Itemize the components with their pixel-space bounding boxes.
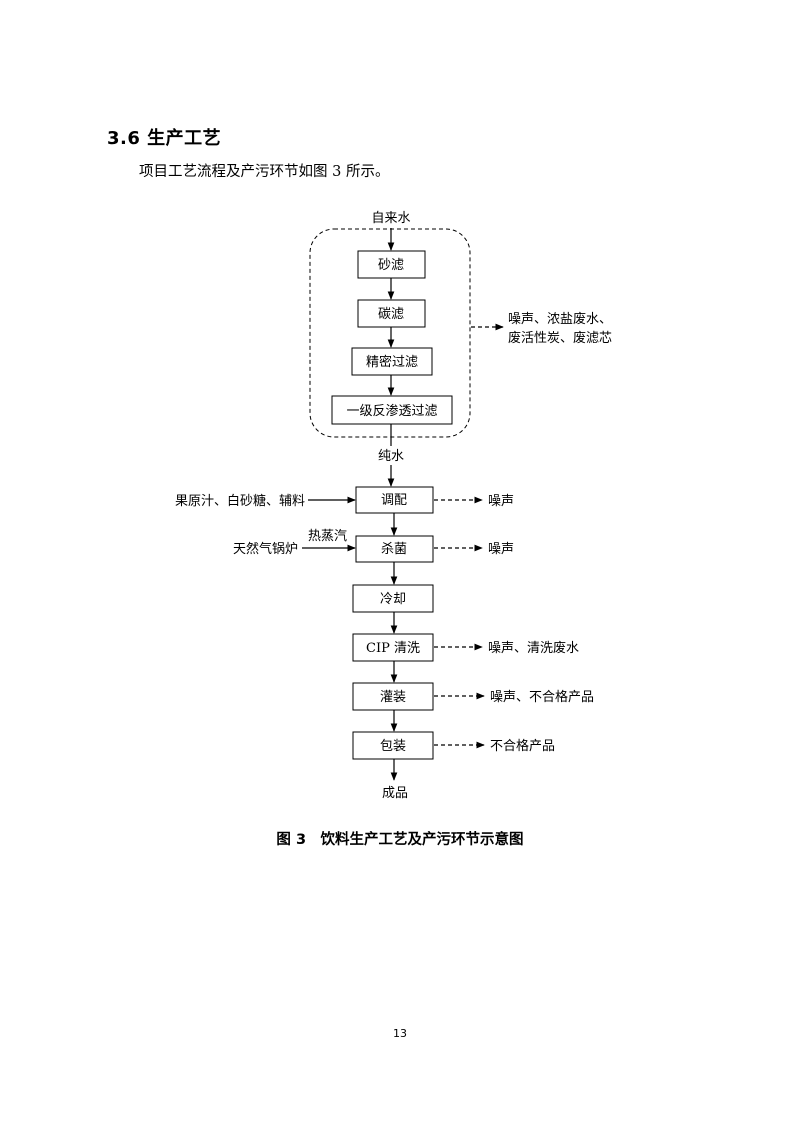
step-filling: 灌装 <box>380 690 406 705</box>
step-mixing: 调配 <box>381 493 407 508</box>
step-sand-filter-box <box>357 250 426 279</box>
section-heading: 3.6 生产工艺 <box>107 128 222 149</box>
final-product: 成品 <box>382 786 408 801</box>
output-sterilize: 噪声 <box>488 542 514 557</box>
step-sand-filter: 砂滤 <box>378 258 404 273</box>
step-mixing-box <box>355 486 434 514</box>
input-boiler: 天然气锅炉 <box>233 541 298 557</box>
step-cip: CIP 清洗 <box>366 641 420 656</box>
step-cip-box <box>352 633 434 662</box>
process-flow-diagram: 自来水 砂滤 碳滤 精密过滤 一级反渗透过滤 噪声、浓盐废水、 废活性炭、废滤芯… <box>175 211 612 801</box>
step-packing: 包装 <box>380 739 406 754</box>
step-ro-filter-box <box>331 395 453 425</box>
step-cooling: 冷却 <box>380 592 406 607</box>
step-sterilize-box <box>355 535 434 563</box>
pretreatment-output-line1: 噪声、浓盐废水、 <box>508 311 612 327</box>
pretreatment-output-line2: 废活性炭、废滤芯 <box>508 330 612 346</box>
output-mixing: 噪声 <box>488 494 514 509</box>
input-tap-water: 自来水 <box>371 211 410 226</box>
input-steam-label: 热蒸汽 <box>308 529 347 544</box>
intro-paragraph: 项目工艺流程及产污环节如图 3 所示。 <box>139 164 390 180</box>
output-filling: 噪声、不合格产品 <box>490 689 594 705</box>
pretreatment-boundary <box>309 228 471 438</box>
page-number: 13 <box>393 1027 407 1040</box>
step-filling-box <box>352 682 434 711</box>
figure-caption: 图 3 饮料生产工艺及产污环节示意图 <box>276 832 524 848</box>
step-precision-filter: 精密过滤 <box>366 354 418 370</box>
intermediate-pure-water: 纯水 <box>378 449 404 464</box>
output-cip: 噪声、清洗废水 <box>488 640 579 656</box>
output-packing: 不合格产品 <box>490 738 555 754</box>
input-ingredients: 果原汁、白砂糖、辅料 <box>175 493 305 509</box>
step-carbon-filter-box <box>357 299 426 328</box>
step-carbon-filter: 碳滤 <box>378 307 404 322</box>
step-sterilize: 杀菌 <box>381 542 407 557</box>
step-precision-filter-box <box>351 347 433 376</box>
step-packing-box <box>352 731 434 760</box>
step-ro-filter: 一级反渗透过滤 <box>346 404 437 419</box>
step-cooling-box <box>352 584 434 613</box>
